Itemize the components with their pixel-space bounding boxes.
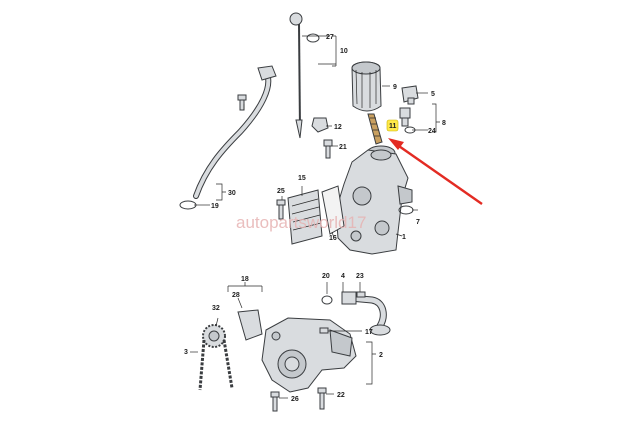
oil-filter-housing bbox=[335, 145, 413, 255]
oil-filter-housing-pin bbox=[367, 113, 383, 145]
label-19: 19 bbox=[211, 203, 219, 210]
label-23: 23 bbox=[356, 273, 364, 280]
label-1: 1 bbox=[402, 234, 406, 241]
label-9: 9 bbox=[393, 84, 397, 91]
label-12: 12 bbox=[334, 124, 342, 131]
chain-tensioner bbox=[237, 309, 263, 341]
highlighted-part-label: 11 bbox=[386, 119, 399, 132]
label-26: 26 bbox=[291, 396, 299, 403]
label-10: 10 bbox=[340, 48, 348, 55]
label-4: 4 bbox=[341, 273, 345, 280]
oil-temp-sensor bbox=[399, 107, 411, 127]
label-25: 25 bbox=[277, 188, 285, 195]
bolt-25 bbox=[276, 199, 286, 220]
bolt-22 bbox=[317, 387, 327, 410]
sprocket bbox=[202, 324, 226, 348]
label-30: 30 bbox=[228, 190, 236, 197]
oil-pressure-switch bbox=[401, 85, 419, 105]
label-2: 2 bbox=[379, 352, 383, 359]
part-number-labels: 27 10 9 5 8 24 12 21 15 25 16 1 7 30 19 … bbox=[184, 34, 446, 403]
label-17: 17 bbox=[365, 329, 373, 336]
label-8: 8 bbox=[442, 120, 446, 127]
gasket-16 bbox=[321, 185, 345, 235]
label-7: 7 bbox=[416, 219, 420, 226]
leader-lines bbox=[190, 35, 440, 399]
label-3: 3 bbox=[184, 349, 188, 356]
label-32: 32 bbox=[212, 305, 220, 312]
label-11: 11 bbox=[389, 123, 397, 130]
label-22: 22 bbox=[337, 392, 345, 399]
watermark: autopartsworld17 bbox=[236, 213, 366, 232]
label-15: 15 bbox=[298, 175, 306, 182]
oil-pickup-pipe bbox=[341, 291, 391, 336]
bolt-21 bbox=[323, 139, 333, 159]
label-28: 28 bbox=[232, 292, 240, 299]
bolt-23 bbox=[356, 291, 366, 298]
oil-pump bbox=[261, 317, 357, 393]
label-27: 27 bbox=[326, 34, 334, 41]
bolt-17 bbox=[319, 327, 329, 334]
bolt-pipe-bracket bbox=[237, 94, 247, 111]
oil-filter bbox=[351, 61, 382, 112]
seal-20 bbox=[321, 295, 333, 305]
drive-chain bbox=[198, 339, 234, 391]
oil-cooler bbox=[287, 189, 323, 245]
seal-19 bbox=[179, 200, 197, 210]
label-18: 18 bbox=[241, 276, 249, 283]
label-21: 21 bbox=[339, 144, 347, 151]
oil-return-pipe bbox=[193, 65, 277, 199]
label-24: 24 bbox=[428, 128, 436, 135]
seal-7 bbox=[398, 205, 414, 215]
bolt-26 bbox=[270, 391, 280, 412]
plug-12 bbox=[311, 117, 329, 133]
red-pointer-arrow bbox=[388, 138, 483, 205]
dipstick-seal-ring bbox=[306, 33, 320, 43]
label-5: 5 bbox=[431, 91, 435, 98]
dipstick bbox=[289, 12, 303, 139]
label-16: 16 bbox=[329, 235, 337, 242]
label-20: 20 bbox=[322, 273, 330, 280]
